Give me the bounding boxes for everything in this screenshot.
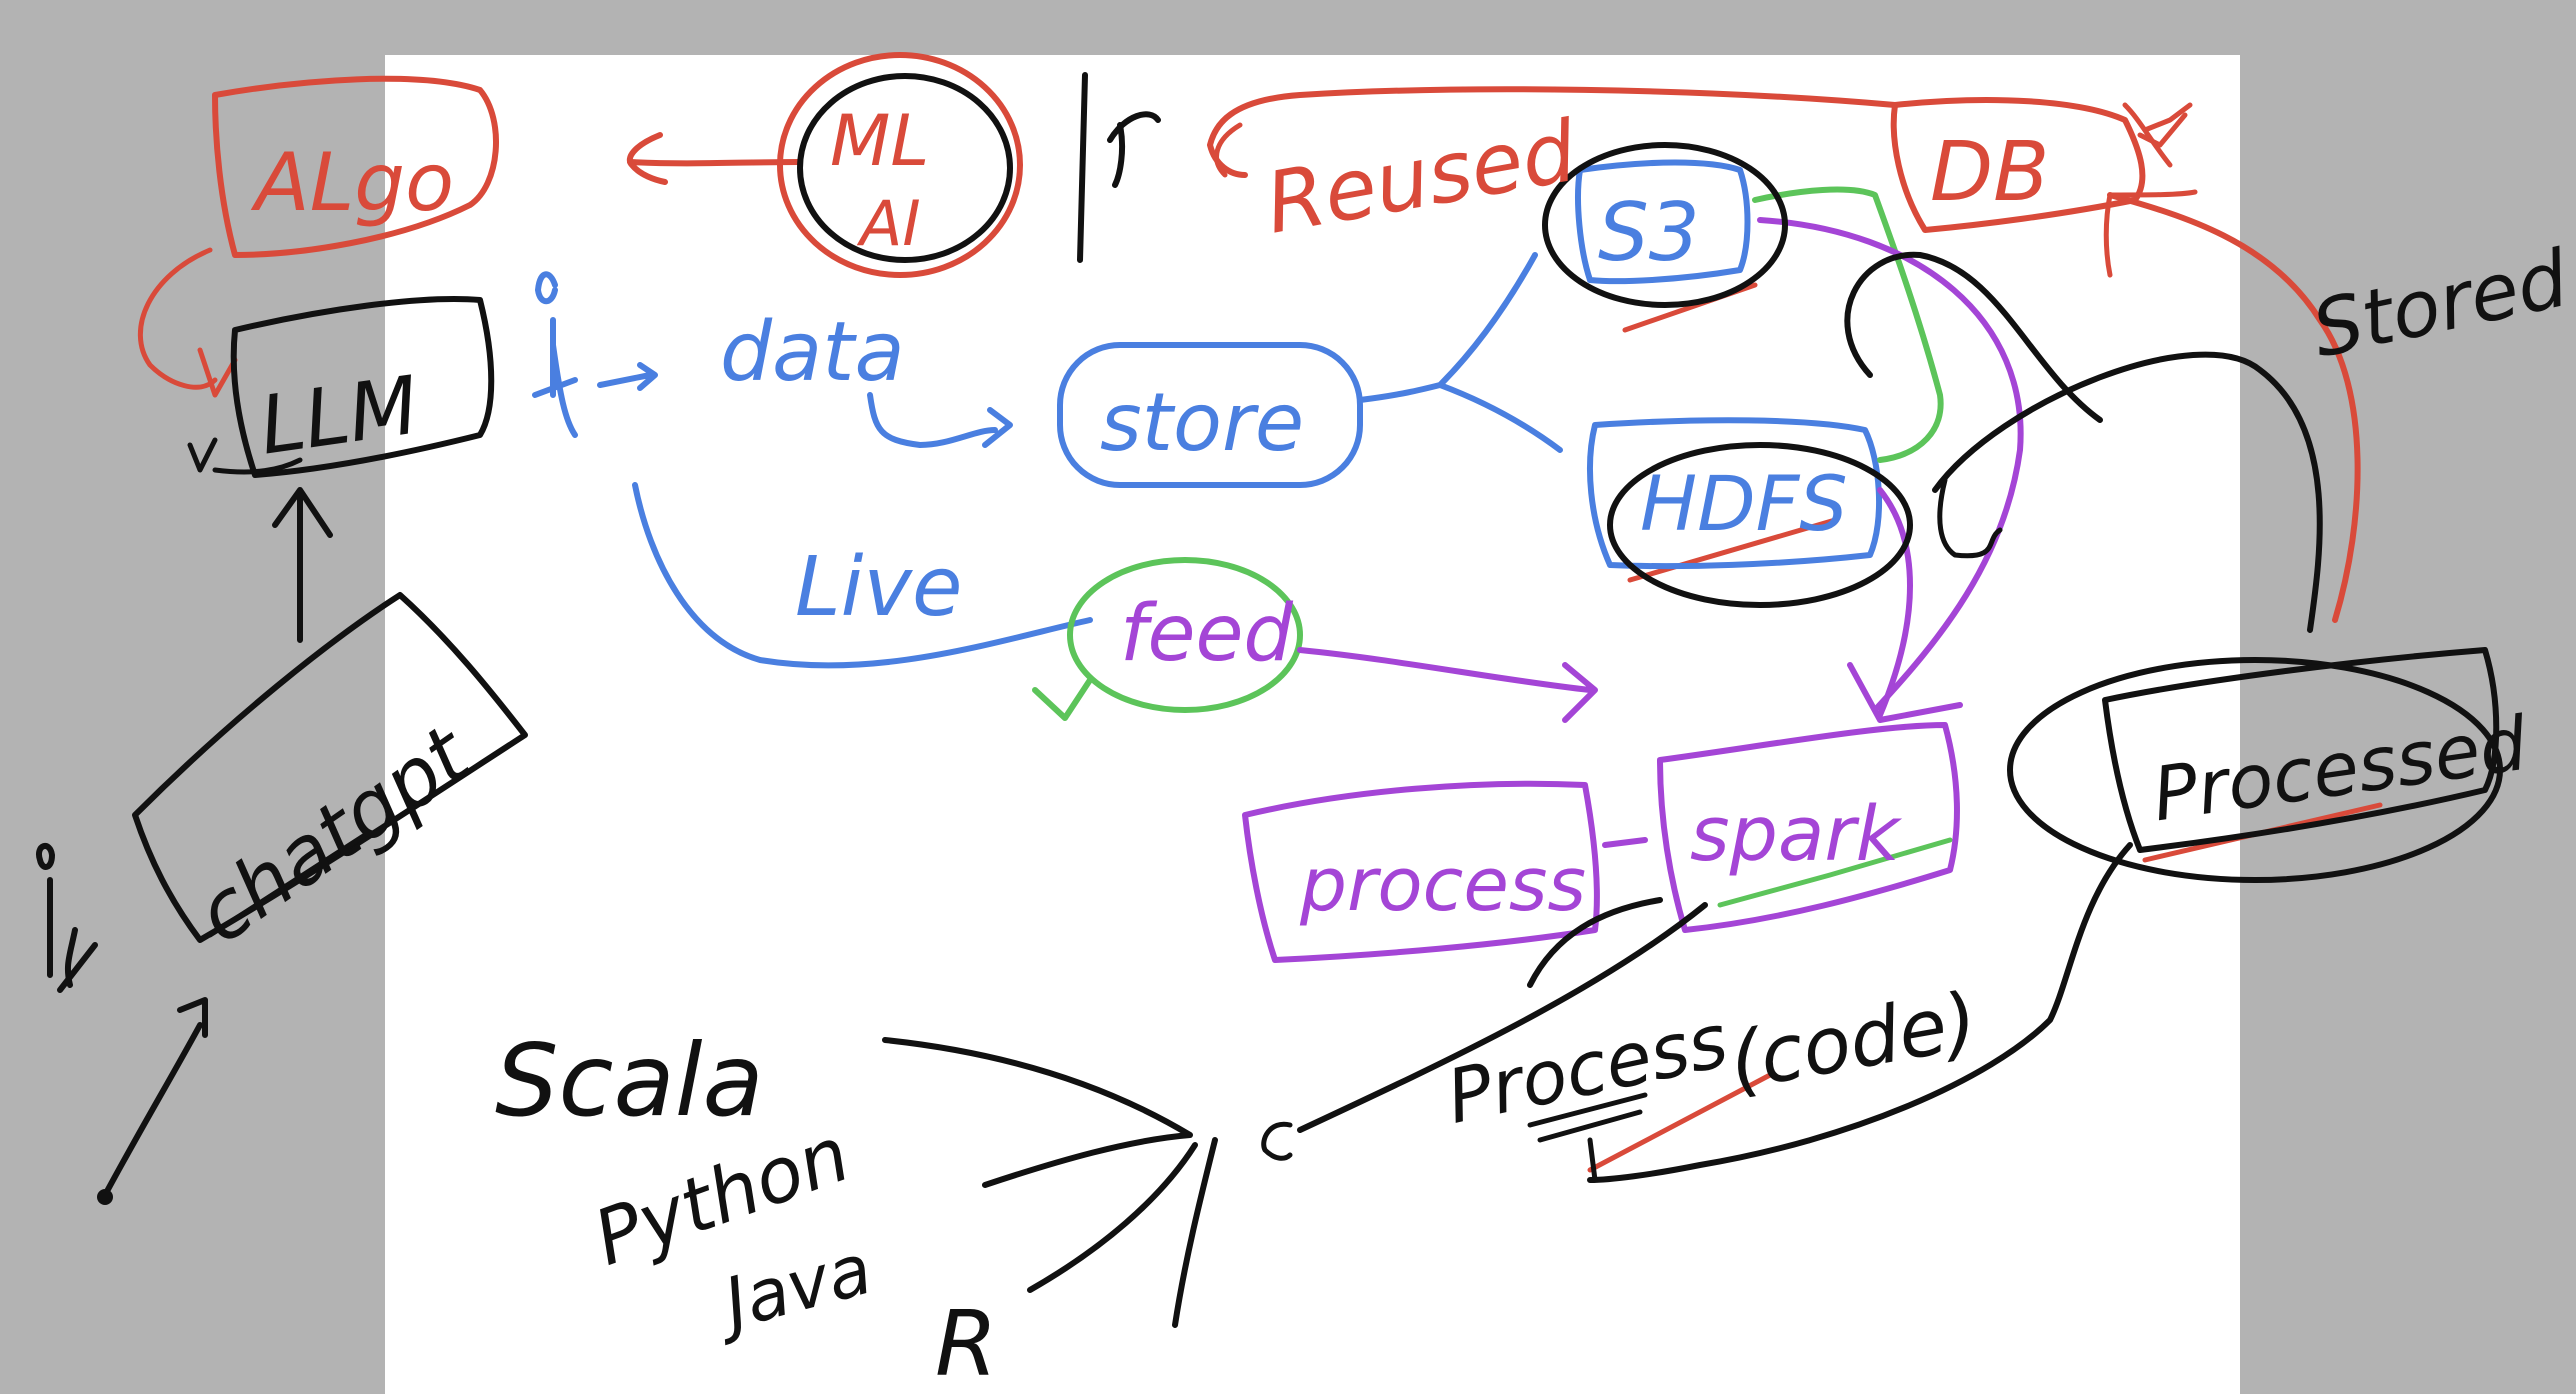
chatgpt-label: chatgpt	[180, 707, 488, 961]
small-dot	[97, 1189, 113, 1205]
algo-box	[212, 75, 499, 258]
db-label: DB	[1930, 125, 2049, 220]
llm-box	[230, 296, 495, 478]
spark-label: spark	[1690, 789, 1903, 878]
arrow-to-data	[597, 362, 658, 391]
hdfs-box	[1587, 417, 1883, 570]
java-label: Java	[704, 1228, 880, 1349]
stored-arrow	[2107, 192, 2361, 623]
ml-ai-black-circle	[797, 73, 1013, 263]
reused-label: Reused	[1259, 102, 1584, 253]
brace	[1172, 1137, 1218, 1328]
hdfs-to-spark-arrow	[1877, 487, 1913, 718]
process-box	[1242, 780, 1600, 963]
llm-label: LLM	[254, 359, 424, 473]
feed-label: feed	[1120, 589, 1293, 679]
process-box-label: process	[1299, 842, 1586, 928]
processed-box	[2102, 647, 2500, 853]
ml-divider	[1077, 72, 1088, 263]
live-label: Live	[795, 540, 962, 635]
purple-ink	[1242, 217, 2024, 963]
store-box	[1057, 342, 1363, 488]
chatgpt-to-llm-arrow	[272, 487, 333, 643]
user-figure-blue	[532, 271, 578, 438]
spark-box	[1657, 722, 1960, 933]
stored-label: Stored	[2305, 234, 2576, 376]
green-ink	[1032, 186, 1953, 908]
cross-mark	[1107, 111, 1161, 188]
s3-hdfs-green-link	[1752, 186, 1944, 463]
live-line	[632, 482, 1093, 669]
processed-to-code-line	[1587, 842, 2133, 1183]
processed-ellipse	[2007, 657, 2503, 883]
s3-box	[1575, 159, 1751, 285]
red-ink	[137, 52, 2383, 1173]
s3-black-circle	[1542, 142, 1788, 308]
lang-to-code-line	[1297, 902, 1708, 1133]
blue-ink	[532, 159, 1883, 669]
ml-label: ML	[830, 100, 929, 182]
s3-to-spark-arrow	[1757, 217, 2024, 713]
store-to-hdfs-line	[1437, 382, 1563, 453]
figure-to-chatgpt-arrow	[102, 997, 208, 1198]
store-to-s3-line	[1357, 252, 1538, 403]
spark-connector	[1527, 897, 1663, 988]
s3-label: S3	[1598, 186, 1700, 279]
r-label: R	[935, 1292, 998, 1394]
lang-lines	[882, 1037, 1198, 1293]
scala-label: Scala	[495, 1022, 764, 1139]
hdfs-underline	[1627, 517, 1838, 583]
algo-label: ALgo	[250, 136, 454, 229]
ai-label: AI	[856, 187, 921, 260]
reused-line	[1207, 86, 1898, 178]
user-figure-black	[36, 843, 98, 993]
hdfs-black-circle	[1607, 442, 1913, 608]
black-ink	[36, 72, 2503, 1328]
data-label: data	[720, 305, 905, 400]
algo-to-llm-arrow	[137, 247, 218, 390]
code-underline	[1587, 1072, 1773, 1173]
mlai-left-arrow	[627, 159, 803, 167]
data-to-store-arrow	[867, 392, 1013, 448]
storage-loop	[1844, 251, 2323, 633]
store-label: store	[1100, 376, 1304, 469]
feed-to-spark-arrow	[1297, 647, 1598, 723]
chatgpt-box	[132, 592, 528, 943]
hdfs-label: HDFS	[1640, 459, 1848, 548]
feed-circle	[1067, 557, 1303, 713]
